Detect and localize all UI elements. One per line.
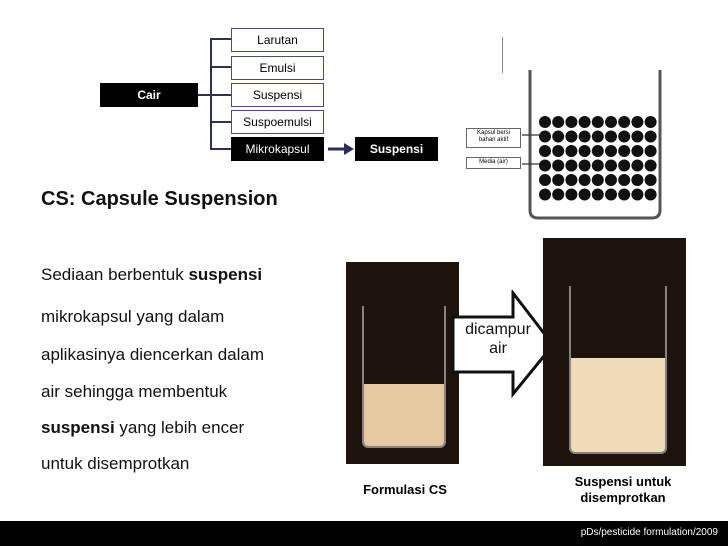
capsule-dot — [565, 188, 578, 201]
capsule-dot — [618, 145, 631, 157]
capsule-dot — [565, 130, 578, 143]
capsule-dot — [578, 130, 591, 143]
capsule-dot — [552, 174, 565, 186]
connector-larutan — [210, 38, 231, 40]
capsule-dot — [578, 174, 591, 186]
capsule-dot — [605, 116, 617, 128]
capsule-dot — [591, 188, 604, 201]
capsule-dot — [605, 188, 617, 201]
capsule-dot — [578, 159, 591, 172]
connector-suspensi — [210, 94, 231, 96]
description-line-2: mikrokapsul yang dalam — [41, 307, 225, 326]
capsule-dot — [618, 174, 631, 186]
capsule-dot — [631, 130, 644, 143]
divider-line — [502, 37, 503, 73]
liquid-left — [364, 384, 444, 446]
capsule-dot — [644, 159, 657, 172]
capsule-dot — [631, 174, 644, 186]
description-line-5: suspensi yang lebih encer — [41, 418, 245, 437]
capsule-dot — [618, 130, 631, 143]
capsule-dot — [605, 145, 617, 157]
capsule-dot — [565, 145, 578, 157]
capsule-dot — [578, 116, 591, 128]
capsule-dot — [605, 159, 617, 172]
capsule-dot — [565, 159, 578, 172]
capsule-dot — [539, 145, 551, 157]
mixing-arrow — [451, 290, 555, 399]
connector-mikrokapsul — [210, 148, 231, 150]
capsule-dot — [618, 159, 631, 172]
capsule-dot — [618, 188, 631, 201]
cair-box: Cair — [100, 83, 198, 107]
footer-bar: pDs/pesticide formulation/2009 — [0, 521, 728, 546]
capsule-dot — [539, 116, 551, 128]
capsule-dot — [591, 174, 604, 186]
capsule-dot — [578, 145, 591, 157]
branch-suspensi: Suspensi — [231, 83, 324, 107]
connector-emulsi — [210, 66, 231, 68]
capsule-dot — [591, 159, 604, 172]
capsule-dot — [552, 159, 565, 172]
caption-suspensi: Suspensi untuk disemprotkan — [574, 474, 672, 505]
page-heading: CS: Capsule Suspension — [41, 188, 278, 210]
capsule-dot — [591, 116, 604, 128]
capsule-dot — [565, 174, 578, 186]
capsule-dot — [552, 145, 565, 157]
capsule-container-diagram — [522, 70, 662, 220]
capsule-dot — [644, 130, 657, 143]
photo-formulasi-cs — [346, 262, 459, 464]
footer-text: pDs/pesticide formulation/2009 — [580, 527, 718, 538]
capsule-dot — [552, 116, 565, 128]
description-line-1: Sediaan berbentuk suspensi — [41, 265, 263, 284]
arrow-right-icon — [328, 143, 354, 155]
capsule-dot — [539, 188, 551, 201]
photo-suspensi — [543, 238, 686, 466]
connector-suspoemulsi — [210, 121, 231, 123]
capsule-dot — [644, 116, 657, 128]
arrow-label: dicampur air — [465, 321, 531, 357]
capsule-dot — [644, 188, 657, 201]
capsule-dot — [591, 145, 604, 157]
capsule-dot — [631, 145, 644, 157]
capsule-dot — [539, 174, 551, 186]
capsule-dot — [539, 130, 551, 143]
capsule-label: Kapsul bersi bahan aktif — [466, 128, 521, 148]
capsule-dot — [578, 188, 591, 201]
capsule-dot — [539, 159, 551, 172]
beaker-left — [362, 306, 446, 448]
capsule-dot — [644, 145, 657, 157]
result-suspensi: Suspensi — [355, 137, 438, 161]
branch-larutan: Larutan — [231, 28, 324, 52]
connector-root — [198, 94, 211, 96]
capsule-dot — [644, 174, 657, 186]
description-line-4: air sehingga membentuk — [41, 382, 228, 401]
description-line-6: untuk disemprotkan — [41, 454, 190, 473]
capsule-dot — [605, 174, 617, 186]
branch-emulsi: Emulsi — [231, 56, 324, 80]
branch-mikrokapsul: Mikrokapsul — [231, 137, 324, 161]
caption-formulasi-cs: Formulasi CS — [363, 482, 447, 497]
capsule-dot — [631, 159, 644, 172]
capsule-dot — [552, 188, 565, 201]
medium-label: Media (air) — [466, 157, 521, 169]
capsule-dot — [552, 130, 565, 143]
capsule-dot — [591, 130, 604, 143]
liquid-right — [571, 358, 665, 452]
description-line-3: aplikasinya diencerkan dalam — [41, 345, 265, 364]
branch-suspoemulsi: Suspoemulsi — [231, 110, 324, 134]
capsule-dot — [565, 116, 578, 128]
capsule-dot — [618, 116, 631, 128]
capsule-dot — [631, 188, 644, 201]
beaker-right — [569, 286, 667, 454]
capsule-dot — [605, 130, 617, 143]
capsule-dot — [631, 116, 644, 128]
